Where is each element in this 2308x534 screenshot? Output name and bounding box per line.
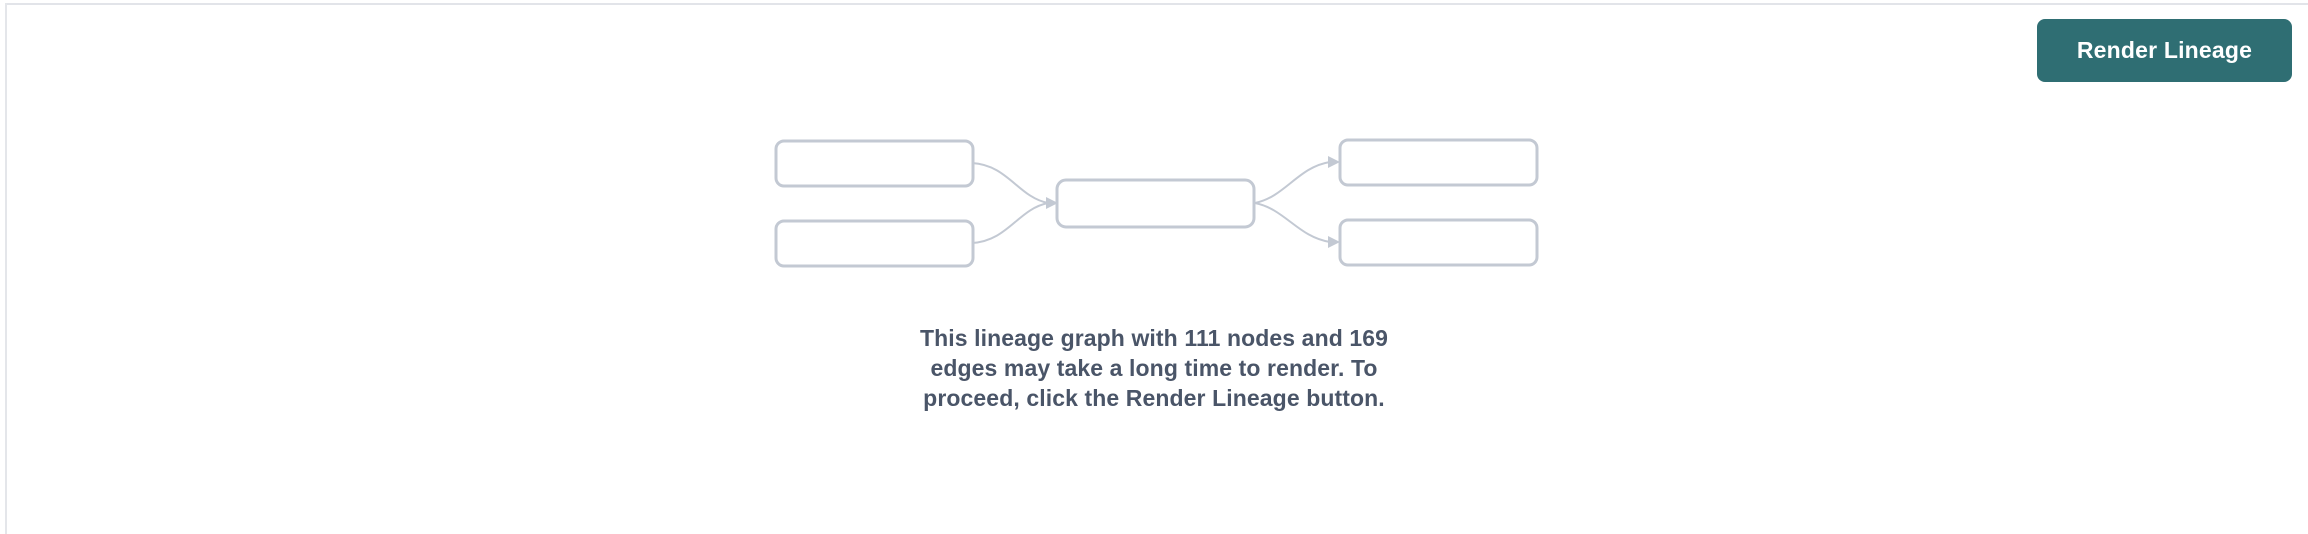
lineage-warning-message: This lineage graph with 111 nodes and 16…	[0, 323, 2308, 413]
arrowhead-into-right-node-1	[1328, 156, 1340, 168]
placeholder-node-left-2	[774, 219, 975, 268]
edge-left-node-1-to-center	[971, 162, 1049, 204]
edge-center-to-right-node-2	[1254, 202, 1331, 243]
lineage-graph-placeholder-illustration	[760, 125, 1539, 280]
placeholder-node-right-2	[1338, 218, 1539, 267]
panel-left-border	[5, 3, 7, 534]
placeholder-node-center	[1055, 178, 1256, 229]
placeholder-graph-svg	[774, 138, 1539, 268]
placeholder-node-left-1	[774, 139, 975, 188]
placeholder-node-right-1	[1338, 138, 1539, 187]
render-lineage-button[interactable]: Render Lineage	[2037, 19, 2292, 82]
edge-left-node-2-to-center	[971, 202, 1049, 244]
lineage-warning-message-text: This lineage graph with 111 nodes and 16…	[919, 325, 1389, 411]
arrowhead-into-center-node	[1046, 197, 1058, 209]
arrowhead-into-right-node-2	[1328, 236, 1340, 248]
panel-top-border	[5, 3, 2308, 5]
edge-center-to-right-node-1	[1254, 161, 1331, 204]
